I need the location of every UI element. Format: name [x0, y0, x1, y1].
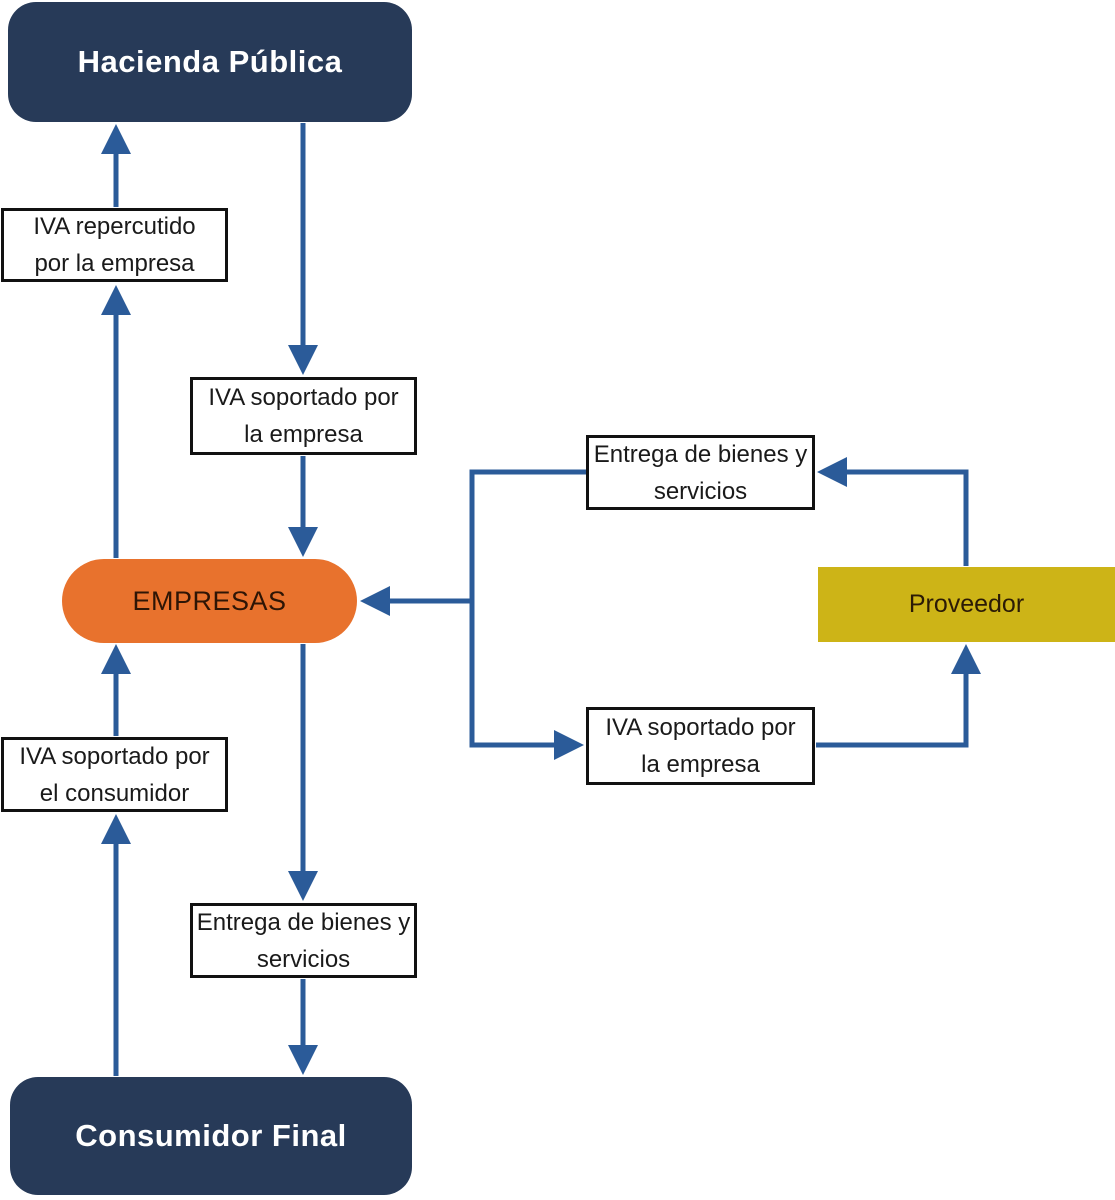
label-entrega-bienes-proveedor: Entrega de bienes y servicios	[586, 435, 815, 510]
arrow-proveedor-to-entrega-right	[817, 457, 969, 566]
node-consumidor-final: Consumidor Final	[10, 1077, 412, 1195]
node-proveedor-label: Proveedor	[908, 590, 1025, 618]
node-empresas-label: EMPRESAS	[132, 585, 287, 616]
label-iva-repercutido-empresa: IVA repercutido por la empresa	[1, 208, 228, 282]
label-iva-soportado-empresa-proveedor: IVA soportado por la empresa	[586, 707, 815, 785]
node-empresas: EMPRESAS	[62, 559, 357, 643]
label-iva-repercutido-empresa-text: IVA repercutido por la empresa	[33, 213, 196, 277]
label-iva-soportado-consumidor-text: IVA soportado por el consumidor	[19, 742, 210, 807]
label-iva-soportado-empresa: IVA soportado por la empresa	[190, 377, 417, 455]
node-consumidor-final-label: Consumidor Final	[75, 1118, 347, 1153]
node-hacienda-publica: Hacienda Pública	[8, 2, 412, 122]
arrow-iva-right-to-proveedor	[816, 644, 981, 748]
arrow-entrega-right-to-iva-right-loop	[469, 469, 586, 760]
label-iva-soportado-empresa-proveedor-text: IVA soportado por la empresa	[605, 714, 796, 778]
label-iva-soportado-consumidor: IVA soportado por el consumidor	[1, 737, 228, 812]
label-entrega-bienes-consumidor-text: Entrega de bienes y servicios	[196, 908, 411, 973]
label-iva-soportado-empresa-text: IVA soportado por la empresa	[208, 384, 399, 448]
node-proveedor: Proveedor	[818, 567, 1115, 642]
label-entrega-bienes-consumidor: Entrega de bienes y servicios	[190, 903, 417, 978]
node-hacienda-publica-label: Hacienda Pública	[77, 44, 343, 79]
label-entrega-bienes-proveedor-text: Entrega de bienes y servicios	[593, 440, 808, 505]
